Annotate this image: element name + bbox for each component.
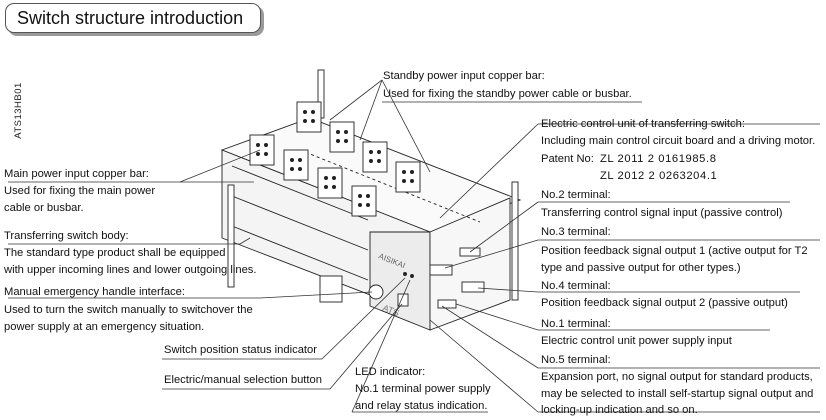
right-rail: [511, 181, 519, 301]
terminal-3-desc-1: Position feedback signal output 1 (activ…: [541, 245, 808, 257]
patent-number-2: ZL 2012 2 0263204.1: [600, 170, 718, 182]
led-desc-1: No.1 terminal power supply: [355, 383, 491, 395]
standby-copper-bars: [296, 101, 421, 193]
ecu-desc: Including main control circuit board and…: [541, 135, 816, 147]
handle-desc-2: power supply at an emergency situation.: [4, 321, 205, 333]
terminal-4-title: No.4 terminal:: [541, 280, 611, 292]
terminal-3-title: No.3 terminal:: [541, 226, 611, 238]
bar-holes: [256, 110, 414, 207]
left-rail: [227, 184, 235, 288]
terminal-1-desc: Electric control unit power supply input: [541, 335, 732, 347]
terminal-5-desc-2: may be selected to install self-startup …: [541, 388, 814, 400]
standby-bar-desc: Used for fixing the standby power cable …: [383, 88, 632, 100]
terminal-4-desc: Position feedback signal output 2 (passi…: [541, 297, 788, 309]
handle-desc-1: Used to turn the switch manually to swit…: [4, 304, 253, 316]
main-bar-desc-1: Used for fixing the main power: [4, 185, 156, 197]
terminal-5-title: No.5 terminal:: [541, 354, 611, 366]
leader-lines: [8, 79, 820, 413]
ecu-title: Electric control unit of transferring sw…: [541, 118, 745, 130]
page-title: Switch structure introduction: [17, 8, 244, 28]
selection-button-shape: [397, 293, 409, 307]
terminal-5-desc-1: Expansion port, no signal output for sta…: [541, 371, 813, 383]
position-indicator-label: Switch position status indicator: [164, 344, 317, 356]
patent-label: Patent No:: [541, 153, 594, 165]
terminal-5-desc-3: locking-up indication and so on.: [541, 404, 698, 416]
main-copper-bars: [249, 134, 377, 217]
main-bar-desc-2: cable or busbar.: [4, 202, 84, 214]
body-desc-1: The standard type product shall be equip…: [4, 247, 226, 259]
selection-button-label: Electric/manual selection button: [164, 374, 322, 386]
led-title: LED indicator:: [355, 366, 426, 378]
main-bar-title: Main power input copper bar:: [4, 168, 149, 180]
patent-number-1: ZL 2011 2 0161985.8: [600, 153, 717, 165]
terminal-1-title: No.1 terminal:: [541, 318, 611, 330]
handle-title: Manual emergency handle interface:: [4, 286, 185, 298]
terminal-2-title: No.2 terminal:: [541, 189, 611, 201]
bottom-plate: [319, 275, 343, 303]
control-unit-front: [369, 231, 431, 331]
standby-bar-title: Standby power input copper bar:: [383, 70, 545, 82]
control-unit-side: [429, 197, 511, 331]
body-desc-2: with upper incoming lines and lower outg…: [4, 264, 257, 276]
terminal-2-desc: Transferring control signal input (passi…: [541, 207, 783, 219]
led-desc-2: and relay status indication.: [355, 400, 488, 412]
title-box: Switch structure introduction: [5, 3, 261, 33]
terminal-3-desc-2: type and passive output for other types.…: [541, 262, 741, 274]
body-title: Transferring switch body:: [4, 230, 129, 242]
led-dots: [403, 272, 407, 276]
